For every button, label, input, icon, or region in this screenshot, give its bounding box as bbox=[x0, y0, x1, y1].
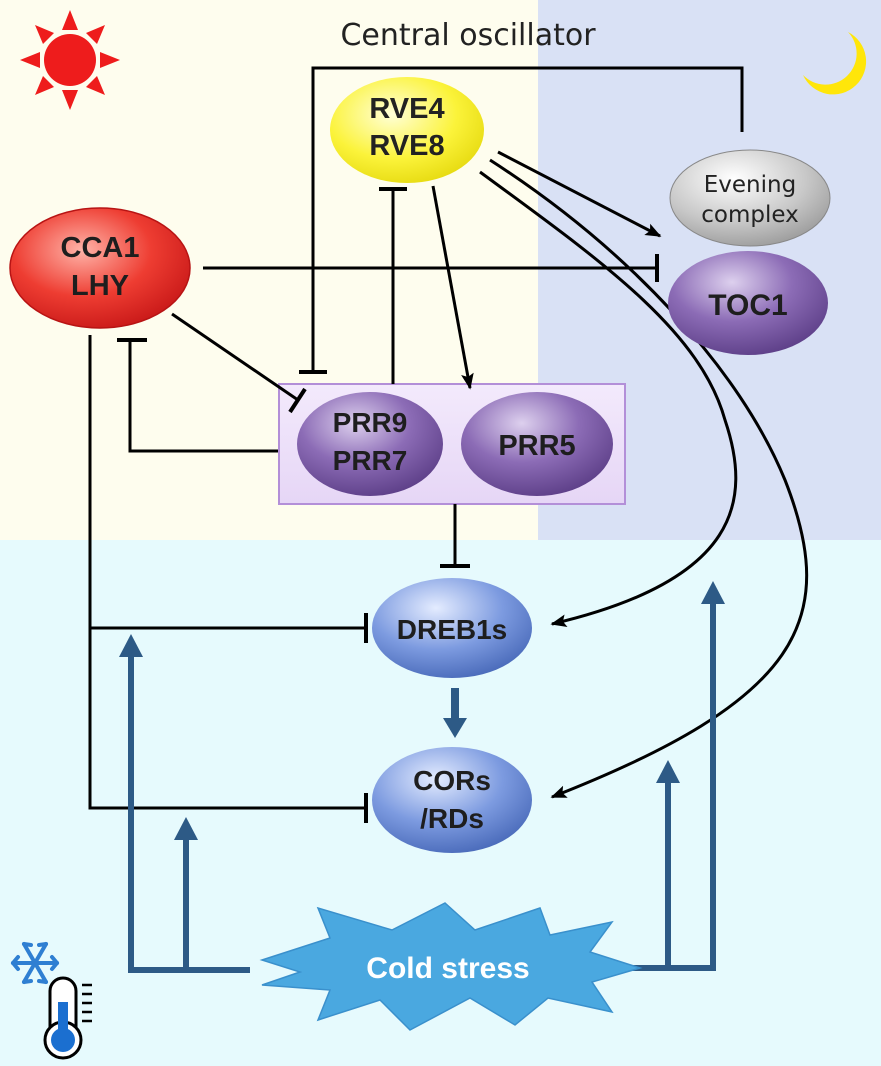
thermometer-icon bbox=[43, 976, 92, 1060]
cold-arrows-right bbox=[623, 600, 716, 971]
cors-line1: CORs bbox=[413, 765, 491, 796]
cors-node: CORs /RDs bbox=[372, 747, 532, 853]
cold-stress-label: Cold stress bbox=[366, 952, 529, 985]
evening-to-prr-repression bbox=[311, 66, 744, 372]
rve-node: RVE4 RVE8 bbox=[330, 77, 484, 183]
cca1-to-prr97-repression bbox=[171, 312, 299, 402]
dreb1-label: DREB1s bbox=[397, 614, 507, 645]
rve-to-dreb1-activation bbox=[479, 170, 738, 627]
evening-line2: complex bbox=[701, 202, 798, 228]
prr97-line2: PRR7 bbox=[333, 445, 408, 476]
dreb1-node: DREB1s bbox=[372, 578, 532, 678]
evening-complex-node: Evening complex bbox=[669, 149, 831, 247]
prr5-label: PRR5 bbox=[498, 430, 575, 462]
prr5-node: PRR5 bbox=[461, 392, 613, 496]
sun-icon bbox=[20, 10, 120, 110]
cca1-line2: LHY bbox=[71, 270, 129, 302]
cca1-node: CCA1 LHY bbox=[9, 207, 191, 329]
cold-arrows-left bbox=[128, 652, 250, 973]
rve-to-prr5-activation bbox=[431, 185, 474, 390]
toc1-label: TOC1 bbox=[708, 289, 787, 322]
diagram-title: Central oscillator bbox=[340, 18, 596, 53]
prr97-line1: PRR9 bbox=[333, 407, 408, 438]
cca1-to-cors-repression bbox=[88, 335, 366, 810]
rve-to-toc1-activation bbox=[497, 150, 662, 238]
rve-line2: RVE8 bbox=[369, 130, 444, 162]
prr97-node: PRR9 PRR7 bbox=[297, 392, 443, 496]
prr97-to-cca1-repression bbox=[128, 340, 278, 453]
moon-icon bbox=[803, 32, 867, 95]
evening-line1: Evening bbox=[704, 172, 796, 198]
toc1-node: TOC1 bbox=[668, 251, 828, 355]
rve-line1: RVE4 bbox=[369, 93, 444, 125]
cca1-line1: CCA1 bbox=[61, 232, 140, 264]
cold-stress-burst: Cold stress bbox=[259, 902, 643, 1031]
cors-line2: /RDs bbox=[420, 803, 484, 834]
rve-to-cors-activation bbox=[489, 158, 809, 799]
snowflake-icon bbox=[11, 942, 59, 984]
